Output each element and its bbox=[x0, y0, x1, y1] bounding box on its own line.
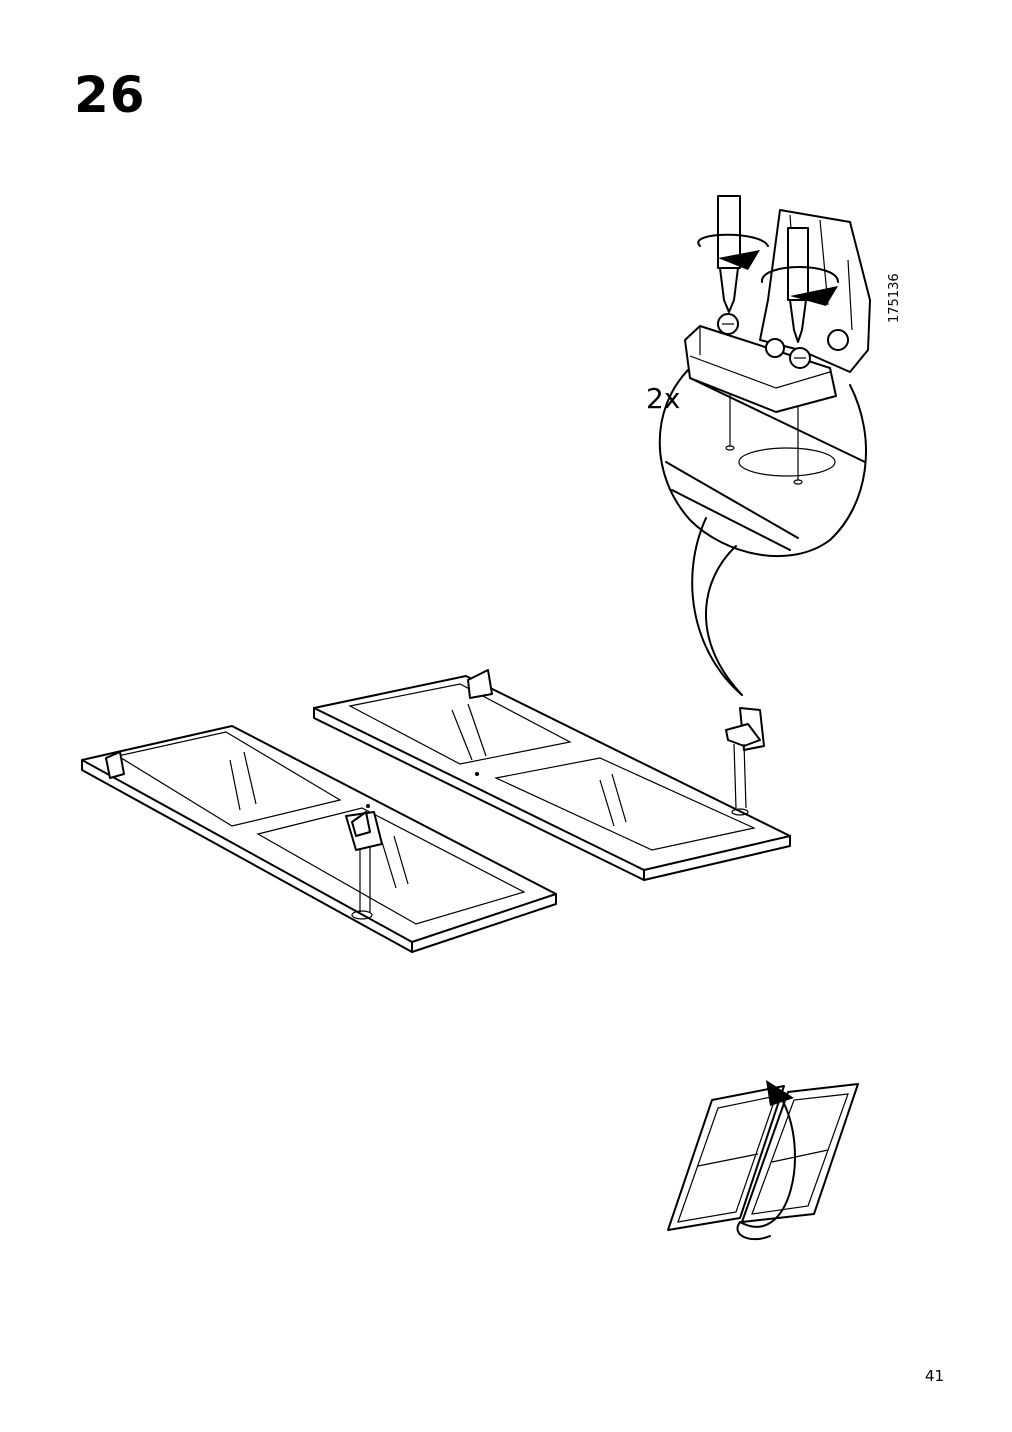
hinge-screwing-detail-icon bbox=[658, 195, 871, 696]
step-number: 26 bbox=[74, 66, 146, 124]
hinge-part-icon bbox=[725, 707, 765, 816]
flip-door-over-icon bbox=[667, 1080, 859, 1241]
glass-door-panels-icon bbox=[81, 669, 791, 953]
page-number: 41 bbox=[925, 1367, 945, 1385]
